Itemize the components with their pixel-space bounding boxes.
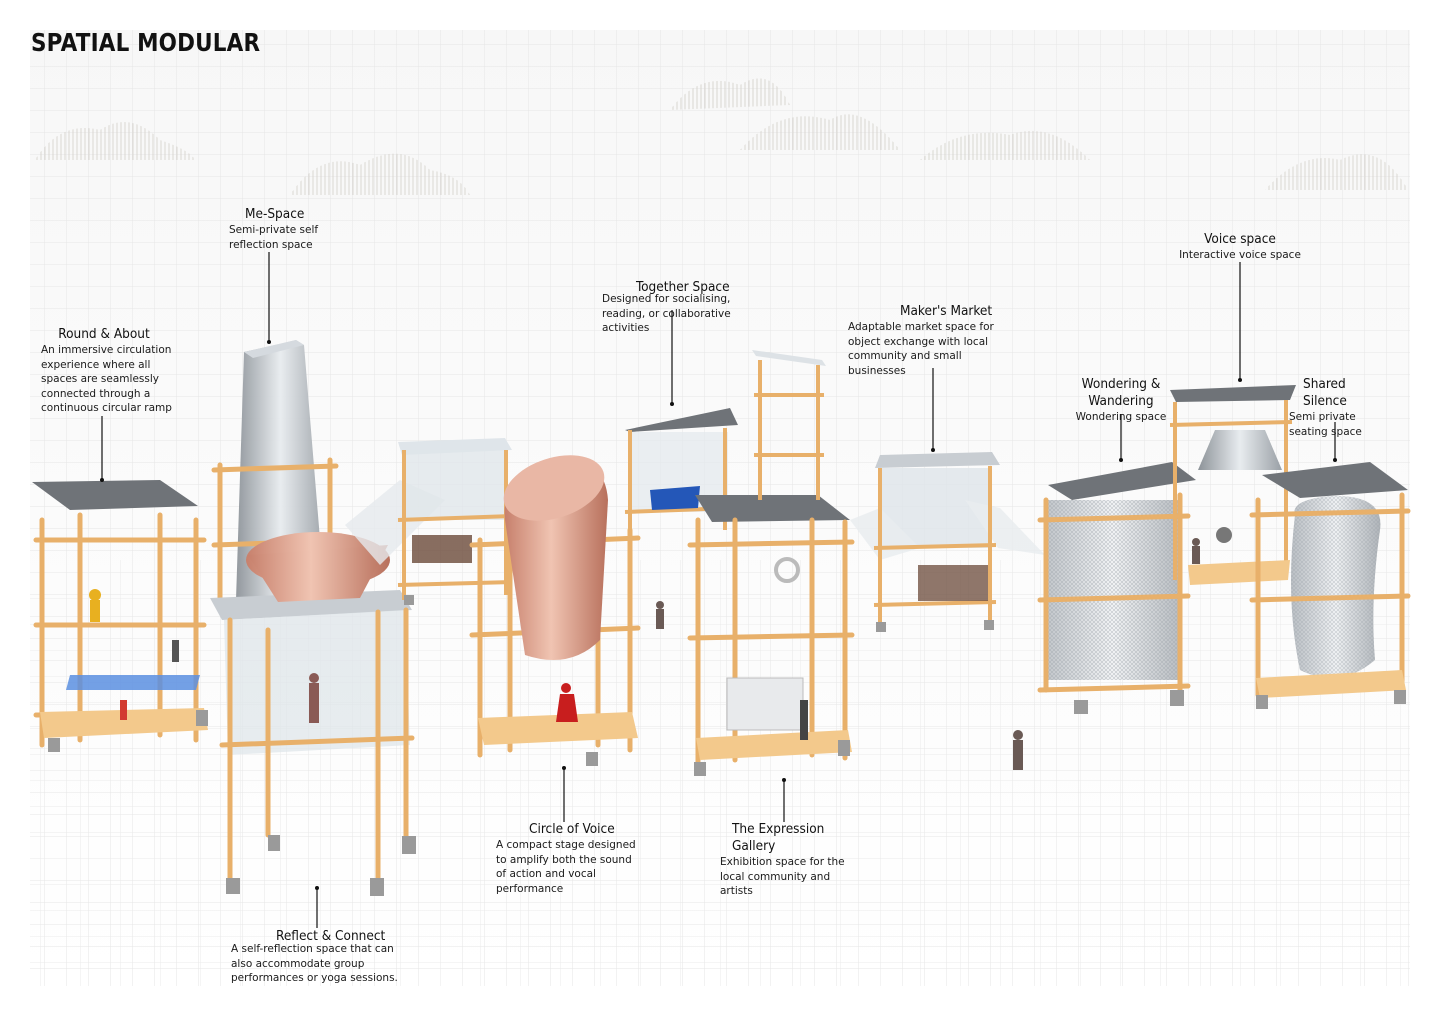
connector-module (345, 438, 513, 605)
module-name: Wondering & Wandering (1081, 376, 1161, 409)
round-about-module (32, 480, 208, 752)
module-description: Exhibition space for the local community… (720, 856, 845, 897)
module-description: Wondering space (1075, 411, 1167, 423)
module-description: Designed for socialising, reading, or co… (602, 293, 731, 334)
module-description: A compact stage designed to amplify both… (496, 839, 636, 895)
circle-voice-module (469, 455, 641, 766)
voice-space-module (1169, 385, 1296, 585)
module-name: Round & About (58, 326, 150, 342)
wondering-module (1037, 462, 1196, 714)
reflect-connect-module (210, 532, 416, 896)
page-title: SPATIAL MODULAR (31, 28, 261, 57)
figure-decor (656, 538, 1200, 770)
module-name: Together Space (636, 279, 730, 295)
label-circle-voice: Circle of Voice A compact stage designed… (496, 821, 638, 896)
label-me-space: Me-Space Semi-private self reflection sp… (229, 206, 319, 252)
module-description: Semi private seating space (1289, 411, 1362, 438)
module-description: Interactive voice space (1179, 249, 1301, 261)
module-description: A self-reflection space that can also ac… (231, 943, 398, 984)
module-name: Circle of Voice (529, 821, 615, 837)
module-description: An immersive circulation experience wher… (41, 344, 172, 414)
label-wondering: Wondering & Wandering Wondering space (1054, 376, 1188, 425)
leader-lines (101, 252, 1336, 928)
label-reflect-connect: Reflect & Connect A self-reflection spac… (231, 928, 411, 986)
module-name: Voice space (1204, 231, 1276, 247)
module-description: Semi-private self reflection space (229, 224, 319, 251)
module-name: Maker's Market (900, 303, 993, 319)
module-name: The Expression Gallery (732, 821, 825, 854)
together-space-module (624, 408, 738, 545)
tall-scaffold-module (752, 350, 826, 500)
expression-gallery-module (687, 495, 855, 776)
makers-market-module (850, 452, 1045, 632)
cloud-decor (35, 78, 1408, 195)
label-shared-silence: Shared Silence Semi private seating spac… (1289, 376, 1393, 439)
module-name: Me-Space (245, 206, 305, 222)
label-round-about: Round & About An immersive circulation e… (41, 326, 181, 416)
label-expression-gallery: The Expression Gallery Exhibition space … (720, 821, 860, 899)
label-together-space: Together Space Designed for socialising,… (602, 279, 762, 336)
label-makers-market: Maker's Market Adaptable market space fo… (848, 303, 1018, 378)
module-description: Adaptable market space for object exchan… (848, 321, 994, 377)
module-name: Shared Silence (1303, 376, 1347, 409)
shared-silence-module (1249, 462, 1411, 709)
label-voice-space: Voice space Interactive voice space (1176, 231, 1304, 263)
module-name: Reflect & Connect (276, 928, 386, 944)
